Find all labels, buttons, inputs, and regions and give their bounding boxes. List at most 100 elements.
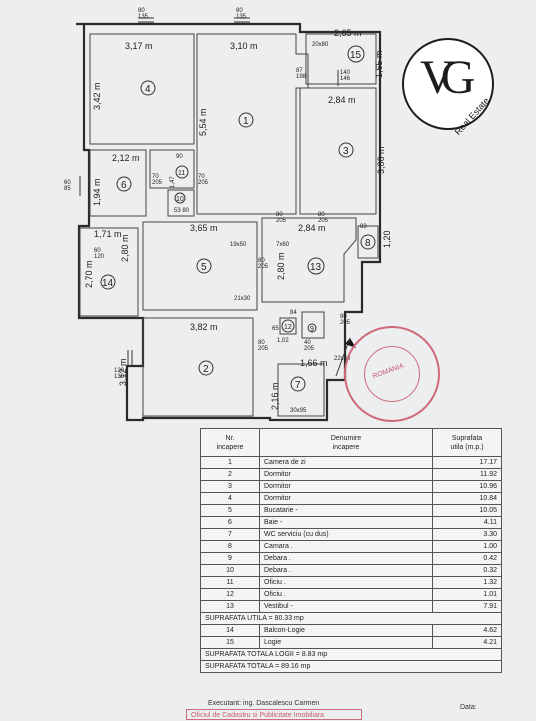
room-15-outline: [305, 33, 377, 85]
dim-2-84-b: 2,84 m: [298, 223, 326, 233]
dim-2-84-a: 2,84 m: [328, 95, 356, 105]
room-label-11: 11: [178, 170, 185, 177]
cell-area: 11.92: [432, 468, 502, 481]
opening-label: 19x50: [230, 242, 247, 248]
room-label-6: 6: [121, 180, 127, 191]
cell-area: 4.11: [432, 516, 502, 529]
cell-area: 1.00: [432, 540, 502, 553]
room-label-2: 2: [203, 364, 209, 375]
cell-name: Dormitor: [259, 480, 433, 493]
cell-area: 17.17: [432, 456, 502, 469]
dim-2-65: 2,65 m: [334, 28, 362, 38]
dim-2-16: 2,16 m: [270, 382, 280, 410]
cell-nr: 5: [200, 504, 260, 517]
room-7-outline: [277, 363, 325, 417]
area-table: Nr. incapere Denumire incapere Suprafata…: [200, 428, 502, 673]
opening-label: 65: [272, 326, 279, 332]
cell-nr: 1: [200, 456, 260, 469]
windows: [79, 17, 339, 366]
stamp-inner-ring: [364, 346, 420, 402]
cell-nr: 11: [200, 576, 260, 589]
cell-area: 10.96: [432, 480, 502, 493]
opening-label: 83: [360, 224, 367, 230]
cell-nr: 3: [200, 480, 260, 493]
room-3-outline: [299, 87, 377, 215]
room-label-14: 14: [102, 278, 114, 289]
opening-label: 21x30: [234, 296, 251, 302]
opening-label: 30x95: [290, 408, 307, 414]
room-9-outline: [301, 311, 325, 339]
cell-name: WC serviciu (cu dus): [259, 528, 433, 541]
dim-1-65: 1,65 m: [374, 50, 384, 78]
cell-area: 10.05: [432, 504, 502, 517]
room-11-outline: [149, 149, 195, 189]
room-12-outline: [279, 317, 297, 335]
cell-name: Oficiu .: [259, 576, 433, 589]
cell-area: 4.62: [432, 624, 502, 637]
room-label-13: 13: [310, 262, 322, 273]
cell-area: 0.42: [432, 552, 502, 565]
dim-1-94: 1,94 m: [92, 178, 102, 206]
room-label-12: 12: [284, 324, 292, 331]
footer-stamp: Oficiul de Cadastru si Publicitate Imobi…: [186, 709, 362, 720]
room-label-5: 5: [201, 262, 207, 273]
cell-nr: 12: [200, 588, 260, 601]
dim-3-12: 3,12 m: [118, 358, 128, 386]
cell-name: Oficiu .: [259, 588, 433, 601]
cell-area: 7.91: [432, 600, 502, 613]
cell-name: Debara .: [259, 564, 433, 577]
cell-name: Camara .: [259, 540, 433, 553]
data-label: Data:: [460, 704, 477, 711]
cell-name: Vestibul -: [259, 600, 433, 613]
cell-area: 1.32: [432, 576, 502, 589]
room-label-15: 15: [350, 50, 362, 61]
dim-2-12: 2,12 m: [112, 153, 140, 163]
dim-2-80-b: 2,80 m: [276, 252, 286, 280]
room-1-outline: [196, 33, 309, 215]
cell-nr: 6: [200, 516, 260, 529]
room-8-outline: [357, 225, 379, 259]
cell-name: Dormitor: [259, 468, 433, 481]
dim-2-70: 2,70 m: [84, 260, 94, 288]
opening-label: 53 80: [174, 208, 190, 214]
dim-3-17: 3,17 m: [125, 41, 153, 51]
opening-label: 84: [290, 310, 297, 316]
cell-nr: 15: [200, 636, 260, 649]
opening-label: 90: [176, 154, 183, 160]
entry-line: [335, 337, 351, 377]
room-label-9: 9: [310, 326, 314, 333]
total-logii-row: SUPRAFATA TOTALA LOGII = 8.83 mp: [200, 648, 502, 661]
dimension-labels: 3,17 m 3,10 m 2,65 m 3,42 m 5,54 m 2,84 …: [84, 28, 392, 410]
cell-nr: 14: [200, 624, 260, 637]
col-name-header: Denumire incapere: [259, 428, 433, 457]
total-utila: SUPRAFATA UTILA = 80.33 mp: [200, 612, 502, 625]
dim-1-71: 1,71 m: [94, 229, 122, 239]
dim-1-47: 1,47: [170, 176, 176, 188]
dim-3-10: 3,10 m: [230, 41, 258, 51]
room-14-outline: [79, 227, 139, 317]
room-2-outline: [142, 317, 254, 417]
col-area-header: Suprafata utila (m.p.): [432, 428, 502, 457]
